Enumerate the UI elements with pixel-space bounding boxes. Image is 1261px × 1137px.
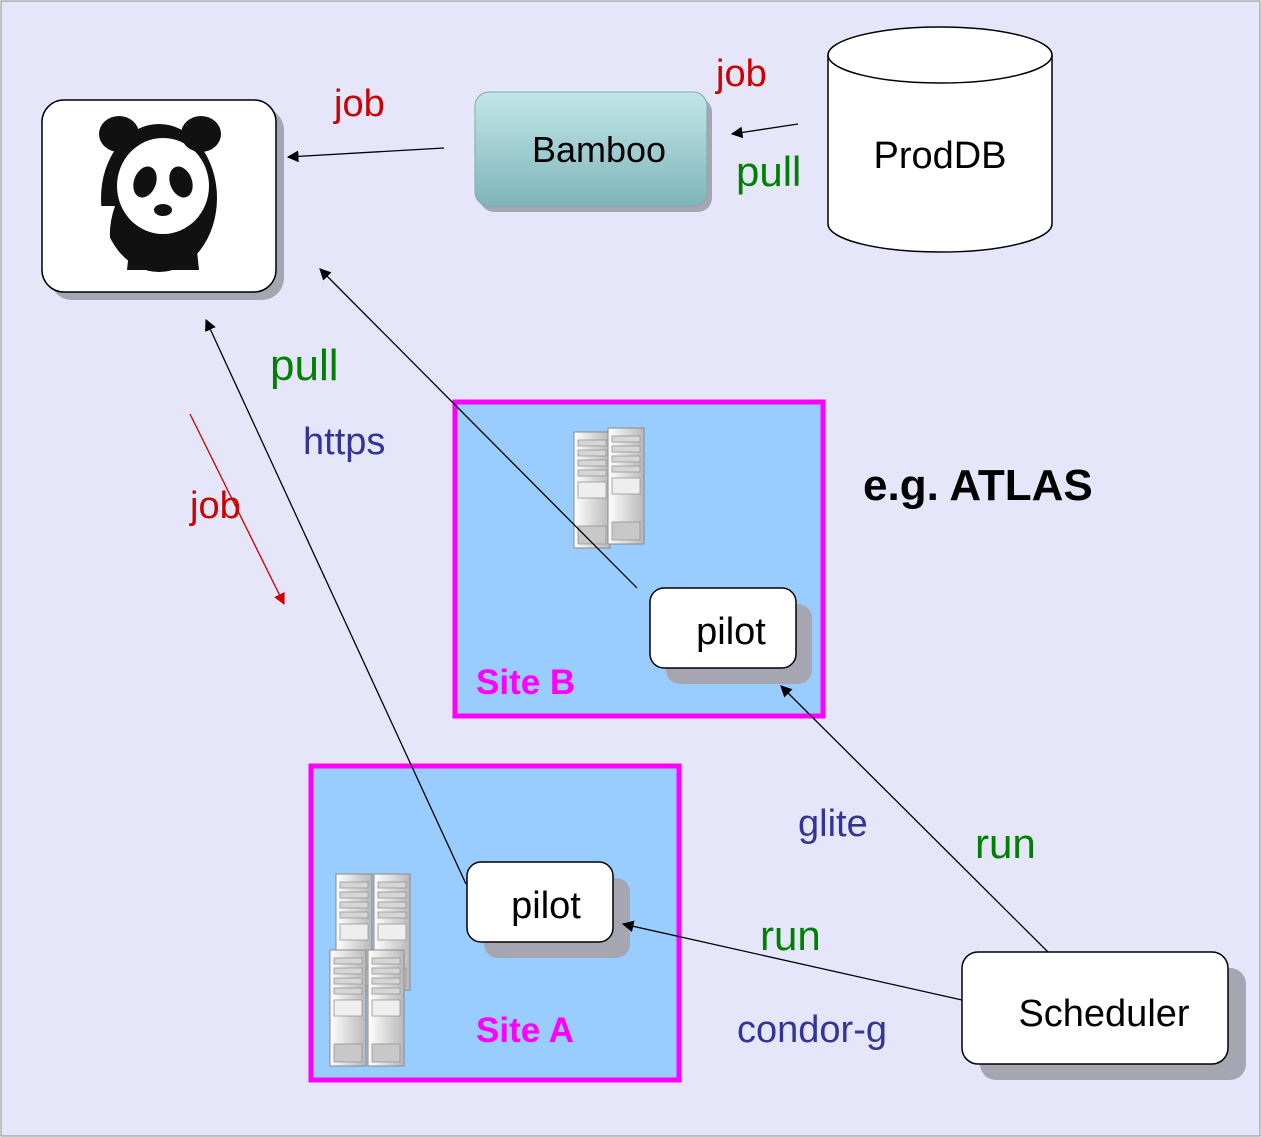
run-label: run xyxy=(975,820,1036,867)
run-label: run xyxy=(760,912,821,959)
condor-g-label: condor-g xyxy=(737,1009,887,1051)
https-label: https xyxy=(303,421,385,463)
job-label: job xyxy=(715,53,767,95)
scheduler-label: Scheduler xyxy=(1018,993,1189,1035)
pull-label: pull xyxy=(736,148,801,195)
arrow-scheduler-to-pilot-b xyxy=(780,685,1049,953)
proddb-database-node[interactable]: ProdDB xyxy=(827,26,1053,253)
arrow-bamboo-to-panda xyxy=(286,147,445,163)
bamboo-label: Bamboo xyxy=(532,129,666,170)
atlas-label: e.g. ATLAS xyxy=(863,461,1093,510)
arrow-scheduler-to-pilot-a xyxy=(621,920,963,1001)
panda-node[interactable] xyxy=(41,99,284,300)
pilot-site-a[interactable]: pilot xyxy=(466,861,630,958)
pilot-site-b[interactable]: pilot xyxy=(649,587,812,684)
site-b-label: Site B xyxy=(476,663,575,702)
job-label: job xyxy=(333,83,385,125)
arrow-pilot-a-to-panda xyxy=(205,318,467,885)
proddb-label: ProdDB xyxy=(873,135,1006,177)
arrow-job-down xyxy=(189,413,285,606)
arrow-pilot-b-to-panda xyxy=(319,268,638,589)
pilot-label: pilot xyxy=(511,885,581,927)
pilot-label: pilot xyxy=(696,611,766,653)
job-label: job xyxy=(189,485,241,527)
server-rack-icon xyxy=(329,873,411,1067)
scheduler-node[interactable]: Scheduler xyxy=(961,951,1246,1080)
bamboo-node[interactable]: Bamboo xyxy=(474,91,712,212)
panda-logo-icon xyxy=(96,116,221,272)
pull-label: pull xyxy=(270,341,339,390)
site-a-label: Site A xyxy=(476,1011,574,1050)
arrow-proddb-to-bamboo xyxy=(730,123,799,139)
server-rack-icon xyxy=(573,427,645,549)
glite-label: glite xyxy=(798,803,868,845)
